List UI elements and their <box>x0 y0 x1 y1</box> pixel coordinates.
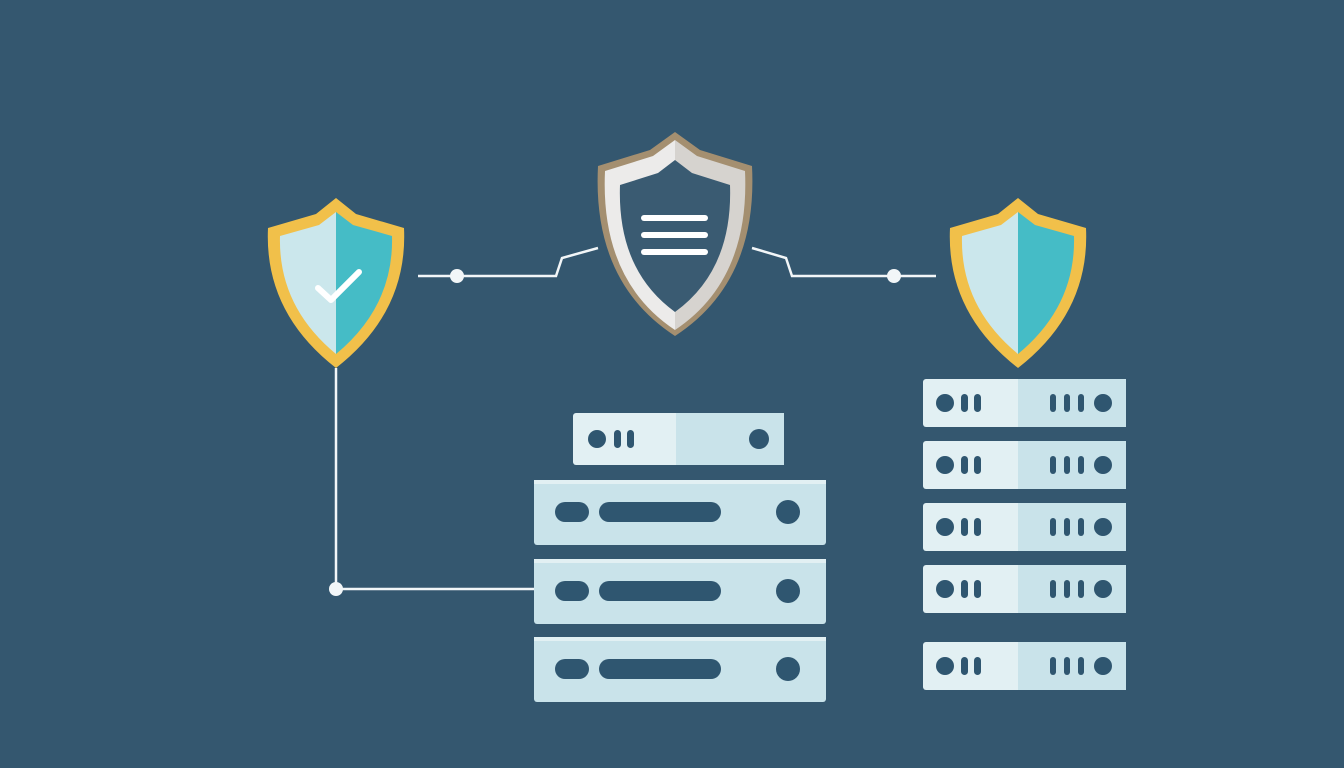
server-rack-icon <box>923 565 1126 613</box>
shield-right <box>949 198 1087 368</box>
server-rack-icon <box>923 441 1126 489</box>
server-rack-icon <box>923 379 1126 427</box>
server-rack-icon <box>573 413 784 465</box>
server-rack-icon <box>534 559 826 624</box>
shield-left <box>267 198 405 368</box>
connector-node <box>450 269 464 283</box>
server-stack-right <box>923 379 1126 690</box>
connector-left-to-center <box>418 246 599 283</box>
server-rack-icon <box>534 480 826 545</box>
checkmark-icon <box>315 269 362 303</box>
connector-center-to-right <box>751 246 936 283</box>
server-rack-icon <box>923 642 1126 690</box>
server-rack-icon <box>534 637 826 702</box>
connector-node <box>887 269 901 283</box>
connector-node <box>329 582 343 596</box>
list-lines-icon <box>641 215 708 255</box>
shield-center <box>597 132 753 336</box>
connector-left-shield-to-servers <box>329 368 534 596</box>
server-stack-center <box>534 413 826 702</box>
server-rack-icon <box>923 503 1126 551</box>
